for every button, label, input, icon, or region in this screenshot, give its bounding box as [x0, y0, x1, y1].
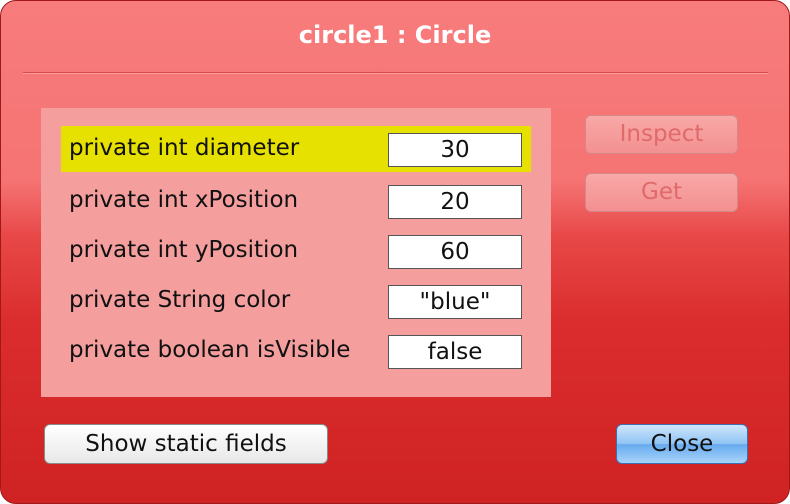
field-value: 20	[388, 185, 522, 219]
field-row-diameter[interactable]: private int diameter 30	[61, 126, 531, 172]
field-row-yposition[interactable]: private int yPosition 60	[61, 228, 531, 274]
field-row-color[interactable]: private String color "blue"	[61, 278, 531, 324]
field-value: 60	[388, 235, 522, 269]
field-value: "blue"	[388, 285, 522, 319]
field-label: private int yPosition	[69, 237, 299, 263]
field-label: private int diameter	[69, 135, 300, 161]
show-static-fields-button[interactable]: Show static fields	[44, 424, 328, 464]
close-button[interactable]: Close	[616, 424, 748, 464]
window-title: circle1 : Circle	[298, 21, 492, 49]
title-divider	[23, 72, 768, 74]
field-label: private String color	[69, 287, 291, 313]
field-row-xposition[interactable]: private int xPosition 20	[61, 178, 531, 224]
field-label: private boolean isVisible	[69, 337, 351, 363]
get-button[interactable]: Get	[585, 173, 738, 212]
field-row-isvisible[interactable]: private boolean isVisible false	[61, 328, 531, 374]
field-value: false	[388, 335, 522, 369]
fields-list: private int diameter 30 private int xPos…	[41, 108, 551, 397]
field-value: 30	[388, 133, 522, 167]
field-label: private int xPosition	[69, 187, 299, 213]
inspect-button[interactable]: Inspect	[585, 115, 738, 154]
